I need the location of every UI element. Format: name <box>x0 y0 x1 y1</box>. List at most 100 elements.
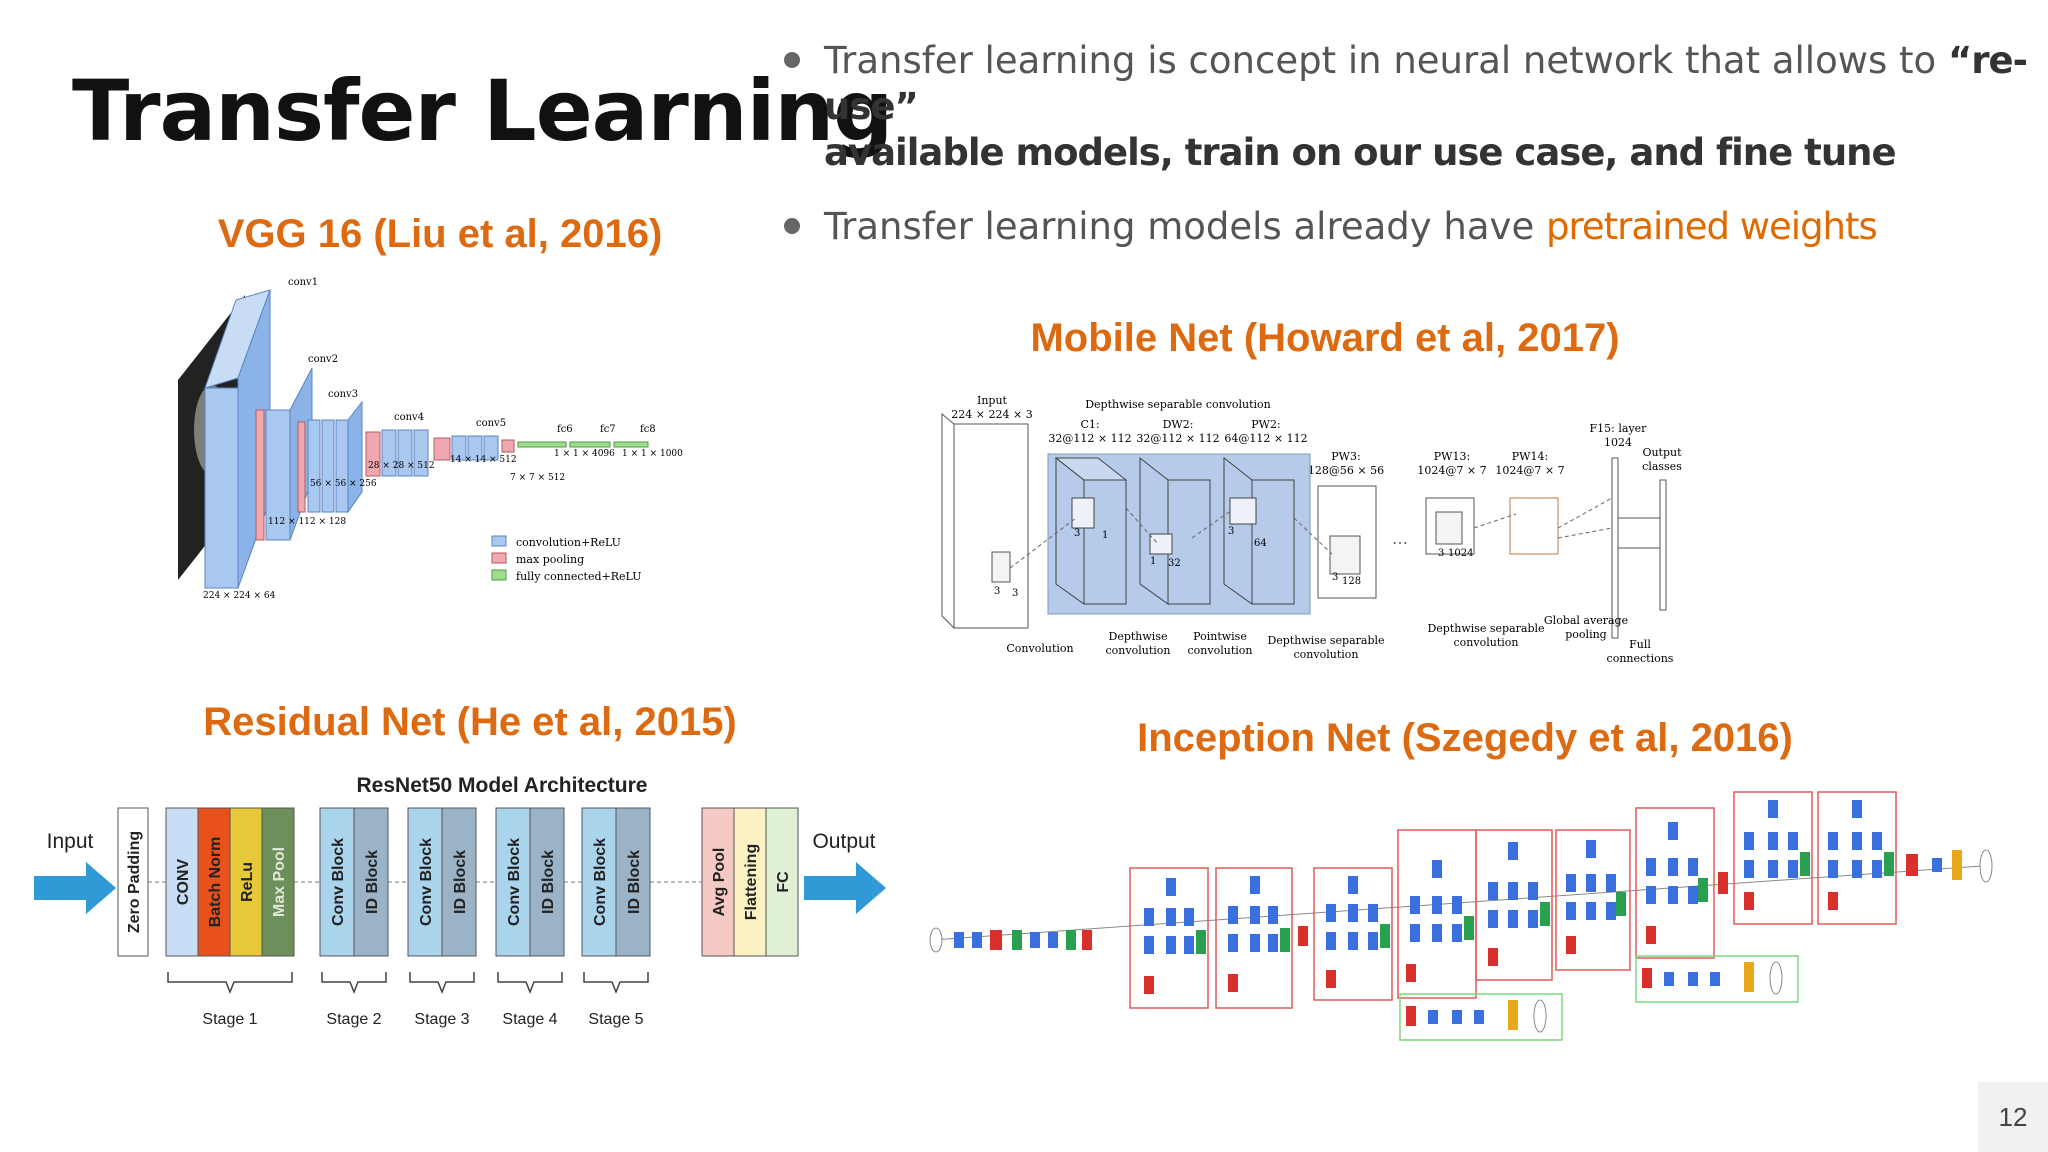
mn-ellipsis: … <box>1392 529 1408 548</box>
mn-num-12: 1024 <box>1448 548 1473 559</box>
resnet-stage5-idblock <box>615 807 651 957</box>
mn-bottom-gap-1: Global average <box>1544 614 1628 627</box>
vgg-fc8-block <box>613 441 649 448</box>
mn-bottom-dsc2-1: Depthwise separable <box>1427 622 1544 635</box>
resnet-block-relu <box>229 807 263 957</box>
vgg-label-conv5: conv5 <box>476 418 506 429</box>
inception-cell <box>1768 860 1778 878</box>
inception-cell <box>1828 892 1838 910</box>
resnet-label-relu: ReLu <box>239 862 256 902</box>
bullet-2: Transfer learning models already have pr… <box>780 204 2030 250</box>
vgg-heading: VGG 16 (Liu et al, 2016) <box>217 212 663 256</box>
inception-module-7 <box>1635 807 1715 959</box>
inception-output-node <box>1979 849 1993 883</box>
vgg-dim-3: 56 × 56 × 256 <box>310 479 377 489</box>
bullet-dot-icon <box>784 52 800 68</box>
inception-start-node <box>929 927 943 953</box>
vgg-legend-conv-swatch <box>491 535 507 547</box>
resnet-block-group <box>117 807 799 957</box>
mn-dsc-title: Depthwise separable convolution <box>1085 398 1271 411</box>
inception-module-3-box <box>1313 867 1393 1001</box>
inception-module-8 <box>1733 791 1813 925</box>
resnet-stage-labels: Stage 1 Stage 2 Stage 3 Stage 4 Stage 5 <box>202 1011 643 1028</box>
inception-cell <box>1646 858 1656 876</box>
resnet-block-fc <box>765 807 799 957</box>
vgg-conv5a-block <box>451 435 467 461</box>
inception-cell <box>1432 924 1442 942</box>
inception-cell <box>1616 892 1626 916</box>
inception-stem-4 <box>1012 930 1022 950</box>
mn-num-2: 3 <box>1012 588 1018 599</box>
vgg-legend-fc: fully connected+ReLU <box>516 570 641 583</box>
inception-aux-cell <box>1508 1000 1518 1030</box>
inception-aux-cell <box>1452 1010 1462 1024</box>
resnet-input-label: Input <box>47 830 94 853</box>
inception-cell <box>1228 974 1238 992</box>
inception-cell <box>1586 874 1596 892</box>
inception-pool-1 <box>1298 926 1308 946</box>
mn-pw3-label: PW3: <box>1331 450 1360 463</box>
inception-module-2 <box>1215 867 1293 1009</box>
resnet-label-s3-conv: Conv Block <box>418 838 435 926</box>
mn-bottom-dw-2: convolution <box>1106 644 1171 657</box>
inception-aux-output <box>1533 999 1547 1033</box>
inception-module-2-box <box>1215 867 1293 1009</box>
inception-cell <box>1528 910 1538 928</box>
vgg-label-fc8: fc8 <box>640 424 656 435</box>
vgg-fc7-block <box>569 441 611 448</box>
inception-cell <box>1268 934 1278 952</box>
mn-bottom-full-1: Full <box>1629 638 1651 651</box>
inception-stem-5 <box>1030 932 1040 948</box>
inception-cell <box>1166 936 1176 954</box>
slide-title: Transfer Learning <box>72 62 893 160</box>
inception-cell <box>1326 932 1336 950</box>
inception-cell <box>1280 928 1290 952</box>
inception-cell <box>1586 840 1596 858</box>
resnet-brace-stage3 <box>409 972 475 995</box>
vgg-conv1-block <box>204 387 239 589</box>
resnet-label-s2-id: ID Block <box>364 850 381 914</box>
inception-cell <box>1228 906 1238 924</box>
inception-cell <box>1268 906 1278 924</box>
inception-cell <box>1698 878 1708 902</box>
inception-cell <box>1144 908 1154 926</box>
resnet-brace-stage1 <box>167 972 293 995</box>
vgg-conv3a-block <box>307 419 321 513</box>
resnet-label-s4-conv: Conv Block <box>506 838 523 926</box>
inception-module-6-box <box>1555 829 1631 971</box>
inception-cell <box>1488 910 1498 928</box>
vgg-label-conv4: conv4 <box>394 412 424 423</box>
inception-cell <box>1184 936 1194 954</box>
mn-num-10: 128 <box>1342 576 1361 587</box>
inception-cell <box>1768 800 1778 818</box>
vgg-conv4a-block <box>381 429 397 477</box>
mn-bottom-full-2: connections <box>1607 652 1674 665</box>
inception-cell <box>1380 924 1390 948</box>
inception-aux-2-box <box>1635 955 1799 1003</box>
inception-cell <box>1646 926 1656 944</box>
resnet-label-s5-id: ID Block <box>626 850 643 914</box>
inception-aux-cell <box>1474 1010 1484 1024</box>
vgg-pool4-block <box>433 437 451 461</box>
inception-cell <box>1406 964 1416 982</box>
resnet-label-s3-id: ID Block <box>452 850 469 914</box>
inception-cell <box>1828 860 1838 878</box>
resnet-output-label: Output <box>812 830 875 853</box>
vgg-label-conv3: conv3 <box>328 389 358 400</box>
inception-cell <box>1410 924 1420 942</box>
resnet-block-maxpool <box>261 807 295 957</box>
mn-pw14-block <box>1509 497 1559 555</box>
inception-cell <box>1348 876 1358 894</box>
resnet-brace-stage4 <box>497 972 563 995</box>
inception-heading: Inception Net (Szegedy et al, 2016) <box>1137 716 1793 760</box>
bullet-1-line2: available models, train on our use case,… <box>824 131 1897 174</box>
mn-num-8: 64 <box>1254 538 1267 549</box>
mn-pw13-dim: 1024@7 × 7 <box>1417 464 1486 477</box>
mn-f15-label: F15: layer <box>1590 422 1648 435</box>
inception-cell <box>1488 948 1498 966</box>
inception-cell <box>1166 878 1176 896</box>
inception-cell <box>1508 882 1518 900</box>
mn-bottom-pw-1: Pointwise <box>1193 630 1247 643</box>
resnet-title: ResNet50 Model Architecture <box>357 774 648 797</box>
vgg-pool1-block <box>255 409 265 541</box>
